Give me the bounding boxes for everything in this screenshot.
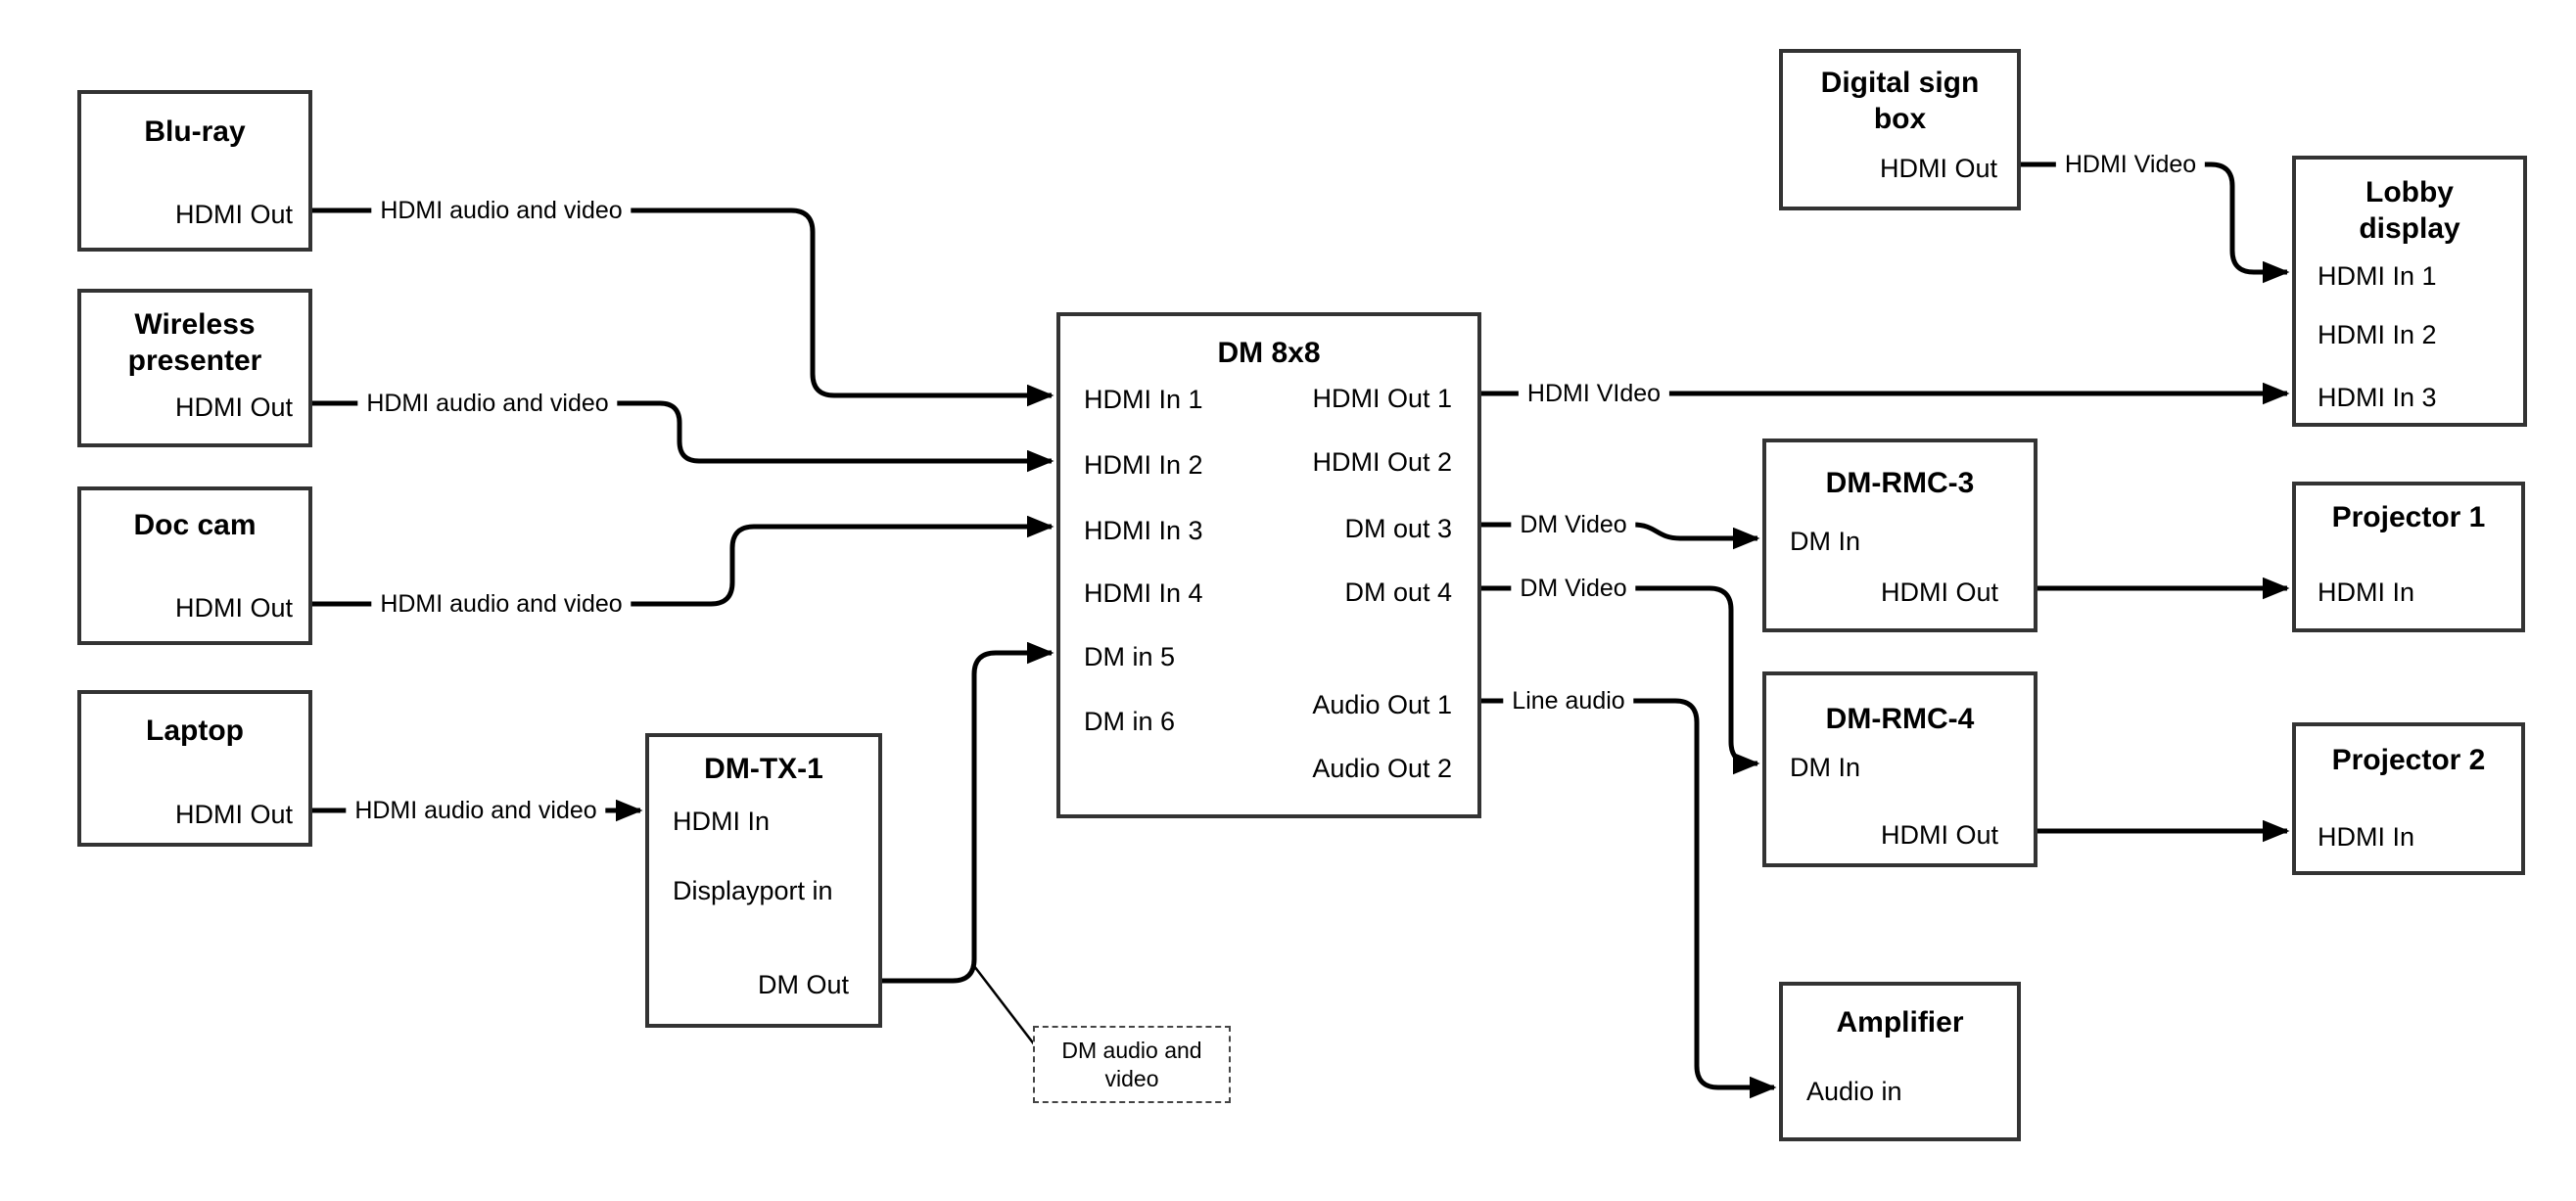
node-bluray: Blu-ray HDMI Out	[77, 90, 312, 252]
port-doccam-hdmi-out: HDMI Out	[174, 593, 293, 623]
port-dm8x8-hdmi-in-1: HDMI In 1	[1084, 385, 1203, 414]
node-doc-cam: Doc cam HDMI Out	[77, 486, 312, 645]
wire-wireless-to-hdmi-in-2	[312, 400, 1054, 473]
port-dm8x8-hdmi-in-3: HDMI In 3	[1084, 516, 1203, 545]
node-rmc4: DM-RMC-4 DM In HDMI Out	[1762, 671, 2037, 867]
node-dmtx1-title: DM-TX-1	[704, 753, 823, 785]
node-wireless-presenter: Wireless presenter HDMI Out	[77, 289, 312, 447]
port-rmc3-hdmi-out: HDMI Out	[1880, 577, 1998, 607]
wire-bluray-to-hdmi-in-1	[312, 208, 1054, 407]
node-dm8x8: DM 8x8 HDMI In 1 HDMI In 2 HDMI In 3 HDM…	[1056, 312, 1481, 818]
port-bluray-hdmi-out: HDMI Out	[174, 200, 293, 229]
node-laptop: Laptop HDMI Out	[77, 690, 312, 847]
port-dm8x8-dm-out-3: DM out 3	[1344, 514, 1452, 543]
node-digital-sign-box: Digital sign box HDMI Out	[1779, 49, 2021, 210]
port-rmc3-dm-in: DM In	[1790, 527, 1861, 556]
wire-dmtx1-to-dm-in-5	[882, 641, 1054, 984]
port-dmtx1-dm-out: DM Out	[757, 970, 849, 999]
port-digital-sign-hdmi-out: HDMI Out	[1879, 154, 1997, 183]
wire-label-doccam: HDMI audio and video	[371, 589, 632, 619]
port-laptop-hdmi-out: HDMI Out	[174, 800, 293, 829]
port-lobby-hdmi-in-2: HDMI In 2	[2318, 320, 2437, 349]
node-bluray-title: Blu-ray	[144, 115, 246, 148]
port-dm8x8-dm-in-6: DM in 6	[1084, 707, 1176, 736]
port-dm8x8-audio-out-1: Audio Out 1	[1312, 690, 1452, 719]
node-doccam-title: Doc cam	[133, 509, 257, 541]
port-dm8x8-dm-in-5: DM in 5	[1084, 642, 1176, 671]
wire-doccam-to-hdmi-in-3	[312, 515, 1054, 607]
port-dmtx1-hdmi-in: HDMI In	[673, 807, 771, 836]
node-dm8x8-title: DM 8x8	[1217, 337, 1321, 369]
node-lobby-title: Lobby display	[2359, 176, 2460, 245]
wire-label-hdmi-video-out1: HDMI VIdeo	[1518, 379, 1670, 408]
node-amplifier-title: Amplifier	[1836, 1006, 1964, 1039]
wire-digital-sign-to-lobby-in1	[2021, 162, 2290, 284]
port-proj1-hdmi-in: HDMI In	[2318, 577, 2415, 607]
node-rmc3: DM-RMC-3 DM In HDMI Out	[1762, 439, 2037, 632]
callout-text: DM audio and video	[1061, 1037, 1202, 1091]
wire-label-dm-video-3: DM Video	[1511, 510, 1636, 539]
port-wireless-hdmi-out: HDMI Out	[174, 393, 293, 422]
node-dmtx1: DM-TX-1 HDMI In Displayport in DM Out	[645, 733, 882, 1028]
port-proj2-hdmi-in: HDMI In	[2318, 822, 2415, 852]
wire-label-dm-video-4: DM Video	[1511, 574, 1636, 603]
node-amplifier: Amplifier Audio in	[1779, 982, 2021, 1141]
port-lobby-hdmi-in-3: HDMI In 3	[2318, 383, 2437, 412]
node-digital-sign-title: Digital sign box	[1820, 67, 1980, 135]
node-proj1-title: Projector 1	[2331, 501, 2486, 533]
callout-leader-line	[973, 965, 1036, 1046]
wire-label-line-audio: Line audio	[1503, 686, 1634, 716]
wire-label-hdmi-video-sign: HDMI Video	[2055, 150, 2206, 179]
port-rmc4-dm-in: DM In	[1790, 753, 1861, 782]
wire-label-laptop: HDMI audio and video	[346, 796, 606, 825]
port-dm8x8-hdmi-out-1: HDMI Out 1	[1312, 384, 1452, 413]
callout-dm-audio-video: DM audio and video	[1033, 1026, 1231, 1103]
port-dm8x8-audio-out-2: Audio Out 2	[1312, 754, 1452, 783]
port-amplifier-audio-in: Audio in	[1806, 1077, 1902, 1106]
wire-dm-out4-to-rmc4	[1481, 585, 1760, 775]
port-dm8x8-hdmi-in-4: HDMI In 4	[1084, 578, 1203, 608]
wire-label-wireless: HDMI audio and video	[357, 389, 618, 418]
wire-audio-out1-to-amplifier	[1481, 698, 1777, 1099]
port-dmtx1-displayport-in: Displayport in	[673, 876, 833, 905]
wire-label-bluray: HDMI audio and video	[371, 196, 632, 225]
port-dm8x8-hdmi-out-2: HDMI Out 2	[1312, 447, 1452, 477]
port-dm8x8-hdmi-in-2: HDMI In 2	[1084, 450, 1203, 480]
node-rmc3-title: DM-RMC-3	[1825, 467, 1975, 499]
node-projector-2: Projector 2 HDMI In	[2292, 722, 2525, 875]
port-dm8x8-dm-out-4: DM out 4	[1344, 577, 1452, 607]
node-wireless-title: Wireless presenter	[127, 308, 262, 377]
port-lobby-hdmi-in-1: HDMI In 1	[2318, 261, 2437, 291]
port-rmc4-hdmi-out: HDMI Out	[1880, 820, 1998, 850]
node-projector-1: Projector 1 HDMI In	[2292, 482, 2525, 632]
node-proj2-title: Projector 2	[2331, 744, 2486, 776]
node-laptop-title: Laptop	[146, 715, 244, 747]
node-rmc4-title: DM-RMC-4	[1825, 703, 1975, 735]
node-lobby-display: Lobby display HDMI In 1 HDMI In 2 HDMI I…	[2292, 156, 2527, 427]
